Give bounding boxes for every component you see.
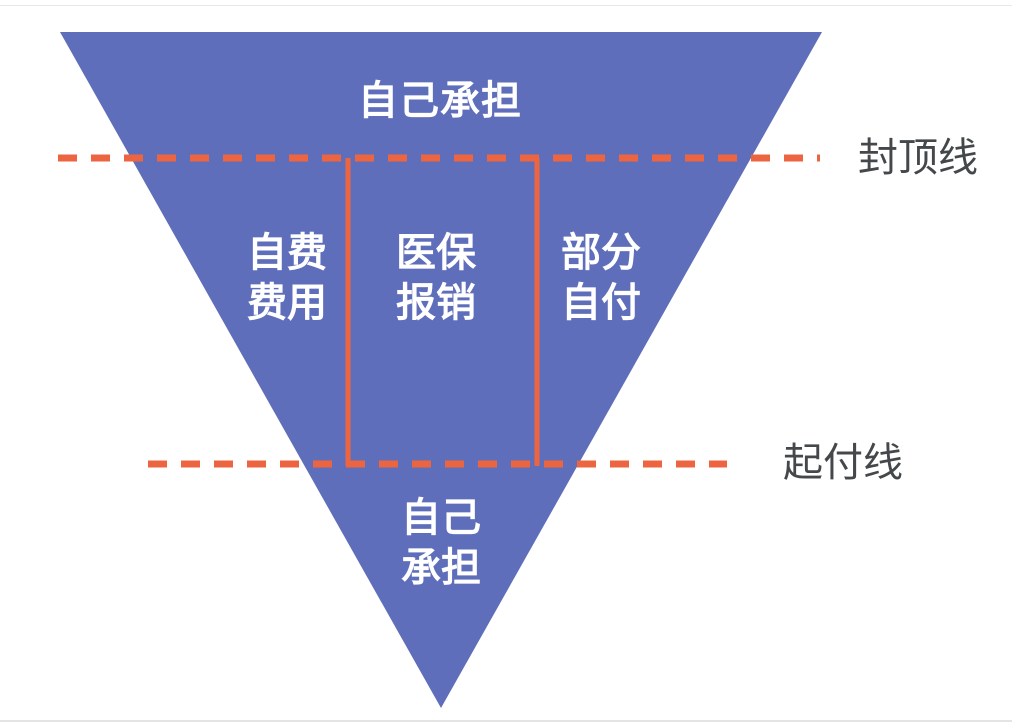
cap-line-label: 封顶线 xyxy=(858,136,978,180)
column-label-insurance-reimbursed: 医保 报销 xyxy=(396,231,476,325)
top-section-label: 自己承担 xyxy=(358,79,522,123)
bottom-section-label: 自己 承担 xyxy=(401,496,481,590)
column-label-self-paid: 自费 费用 xyxy=(247,231,327,325)
inverted-triangle xyxy=(60,32,822,708)
top-frame-line xyxy=(0,5,1012,6)
bottom-frame-line xyxy=(0,720,1012,722)
deductible-line-label: 起付线 xyxy=(783,441,903,485)
column-label-partial-self-pay: 部分 自付 xyxy=(561,231,641,325)
